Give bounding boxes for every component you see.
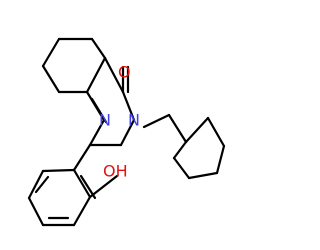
bond bbox=[72, 143, 92, 172]
bond bbox=[72, 195, 92, 227]
bond bbox=[142, 113, 171, 129]
bond bbox=[34, 175, 50, 194]
bond-layer bbox=[27, 37, 226, 227]
bond bbox=[41, 64, 61, 94]
bond bbox=[121, 90, 136, 122]
molecule-canvas: N N O OH bbox=[27, 37, 226, 227]
bond bbox=[88, 118, 106, 147]
bond bbox=[206, 116, 226, 148]
molecule-structure: N N O OH bbox=[27, 37, 226, 227]
bond bbox=[85, 56, 107, 94]
bond bbox=[27, 196, 45, 227]
atom-label-layer: N N O OH bbox=[99, 63, 140, 181]
bond bbox=[172, 140, 188, 160]
bond bbox=[119, 118, 136, 147]
bond bbox=[103, 56, 125, 94]
atom-label-carbonyl-oxygen: O bbox=[118, 63, 131, 82]
bond bbox=[184, 116, 210, 144]
bond bbox=[72, 168, 92, 199]
bond bbox=[167, 113, 188, 144]
bond bbox=[172, 156, 191, 180]
bond bbox=[90, 37, 107, 60]
bond bbox=[41, 168, 76, 173]
bond bbox=[90, 97, 108, 124]
bond bbox=[41, 37, 61, 68]
bond bbox=[187, 171, 219, 180]
atom-label-hydroxyl: OH bbox=[103, 162, 128, 181]
bond bbox=[27, 169, 45, 200]
bond bbox=[215, 144, 226, 175]
bond bbox=[88, 174, 119, 199]
atom-label-n3: N bbox=[128, 111, 140, 130]
atom-label-n1: N bbox=[99, 111, 111, 130]
